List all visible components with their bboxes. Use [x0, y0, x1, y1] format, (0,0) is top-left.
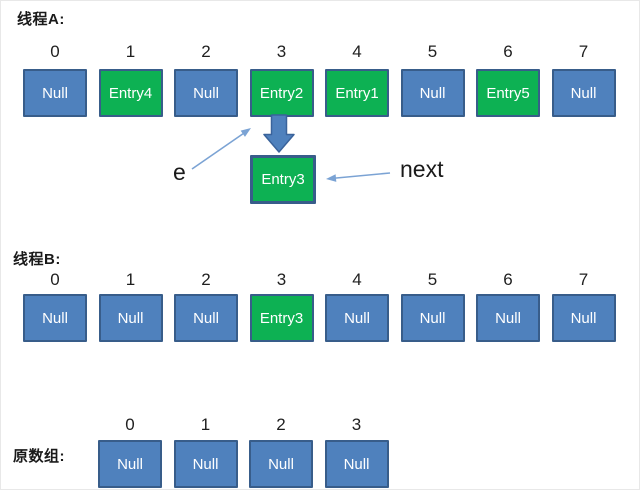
index-label: 6	[503, 270, 513, 289]
thread-a-label: 线程A:	[17, 11, 65, 28]
array-cell: Null	[551, 294, 616, 342]
index-label: 3	[276, 42, 287, 61]
thread-b-index-row: 0 1 2 3 4 5 6 7	[23, 270, 616, 290]
original-array-label: 原数组:	[13, 448, 65, 465]
array-cell: Entry2	[249, 69, 314, 117]
array-cell: Entry5	[476, 69, 540, 117]
original-array-index-row: 0 1 2 3	[98, 415, 389, 435]
next-pointer-arrow-icon	[326, 172, 391, 182]
array-cell: Null	[98, 440, 162, 488]
array-cell: Null	[551, 69, 616, 117]
array-cell: Entry4	[98, 69, 163, 117]
down-arrow-icon	[263, 114, 295, 153]
entry3-node: Entry3	[250, 155, 316, 204]
thread-a-array-row: Null Entry4 Null Entry2 Entry1 Null Entr…	[23, 69, 616, 117]
next-pointer-label: next	[400, 156, 444, 182]
index-label: 1	[125, 270, 136, 289]
e-pointer-label: e	[173, 159, 186, 185]
array-cell: Null	[98, 294, 163, 342]
thread-b-label: 线程B:	[13, 251, 61, 268]
index-label: 4	[352, 270, 362, 289]
array-cell: Entry3	[249, 294, 314, 342]
array-cell: Null	[23, 69, 87, 117]
array-cell: Null	[174, 69, 238, 117]
index-label: 0	[50, 270, 60, 289]
index-label: 4	[352, 42, 362, 61]
array-cell: Null	[23, 294, 87, 342]
array-cell: Null	[400, 69, 465, 117]
array-cell: Null	[476, 294, 540, 342]
array-cell: Null	[324, 440, 389, 488]
array-cell: Null	[174, 294, 238, 342]
index-label: 5	[427, 42, 438, 61]
index-label: 3	[276, 270, 287, 289]
index-label: 7	[578, 270, 589, 289]
index-label: 6	[503, 42, 513, 61]
array-cell: Null	[325, 294, 389, 342]
index-label: 5	[427, 270, 438, 289]
index-label: 1	[125, 42, 136, 61]
index-label: 0	[125, 415, 135, 434]
index-label: 2	[201, 270, 211, 289]
index-label: 2	[276, 415, 286, 434]
index-label: 3	[351, 415, 362, 434]
index-label: 7	[578, 42, 589, 61]
thread-a-index-row: 0 1 2 3 4 5 6 7	[23, 42, 616, 62]
index-label: 1	[200, 415, 211, 434]
index-label: 0	[50, 42, 60, 61]
array-cell: Null	[400, 294, 465, 342]
index-label: 2	[201, 42, 211, 61]
original-array-row: Null Null Null Null	[98, 440, 389, 488]
thread-b-array-row: Null Null Null Entry3 Null Null Null Nul…	[23, 294, 616, 342]
array-cell: Null	[249, 440, 313, 488]
array-cell: Null	[173, 440, 238, 488]
e-pointer-arrow-icon	[191, 128, 251, 170]
array-cell: Entry1	[325, 69, 389, 117]
